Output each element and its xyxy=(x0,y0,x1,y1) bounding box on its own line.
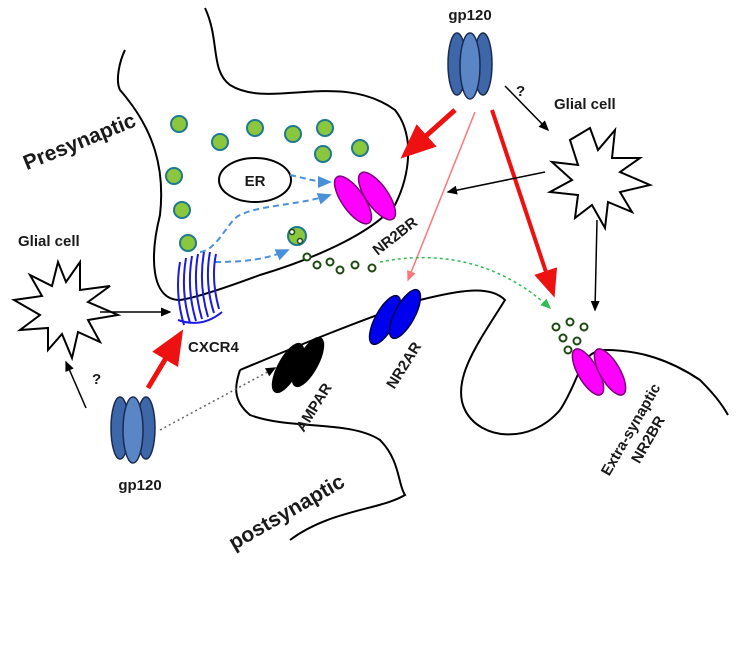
postsynaptic-label: postsynaptic xyxy=(225,470,349,555)
postsynaptic-neck xyxy=(235,369,407,541)
er-signal-arrow xyxy=(289,174,332,188)
gp120-to-nr2br-arrow xyxy=(400,108,457,159)
cxcr4-signal-arrow-1 xyxy=(199,193,332,253)
nr2ar-label: NR2AR xyxy=(383,339,425,392)
cxcr4-receptor xyxy=(176,251,223,326)
er-label: ER xyxy=(245,173,266,190)
extrasynaptic-glutamate xyxy=(551,317,589,355)
glial-right-to-extrasynaptic-arrow xyxy=(590,219,600,312)
question-mark-left: ? xyxy=(92,371,101,388)
extrasynaptic-label: Extra-synaptic NR2BR xyxy=(598,381,669,479)
gp120-top xyxy=(447,32,493,100)
gp120-to-glial-right-arrow xyxy=(504,85,550,132)
gp120-bottom xyxy=(110,396,156,464)
cxcr4-label: CXCR4 xyxy=(188,339,240,356)
gp120-top-label: gp120 xyxy=(448,7,491,24)
gp120-to-cxcr4-arrow xyxy=(145,329,184,390)
glial-cell-left-label: Glial cell xyxy=(18,233,80,250)
question-mark-top: ? xyxy=(516,83,525,100)
glial-cell-left xyxy=(10,258,122,362)
er-organelle xyxy=(218,157,292,203)
glial-right-to-nr2br-arrow xyxy=(446,171,546,195)
synaptic-vesicles xyxy=(165,115,369,252)
gp120-to-extrasynaptic-arrow xyxy=(490,109,558,298)
gp120-to-ampar-arrow xyxy=(159,367,277,431)
glutamate-release xyxy=(288,228,377,275)
extrasynaptic-nr2br-receptor xyxy=(571,348,627,396)
presynaptic-membrane xyxy=(116,7,410,302)
nr2ar-receptor xyxy=(368,288,422,346)
glial-cell-right xyxy=(546,126,654,232)
cxcr4-signal-arrow-2 xyxy=(214,249,290,263)
nr2br-receptor xyxy=(333,171,397,225)
presynaptic-label: Presynaptic xyxy=(20,109,139,175)
glial-cell-right-label: Glial cell xyxy=(554,96,616,113)
gp120-to-nr2ar-arrow xyxy=(407,111,476,282)
gp120-bottom-label: gp120 xyxy=(118,477,161,494)
gp120-to-glial-left-arrow xyxy=(65,360,87,409)
ampar-receptor xyxy=(271,336,325,394)
